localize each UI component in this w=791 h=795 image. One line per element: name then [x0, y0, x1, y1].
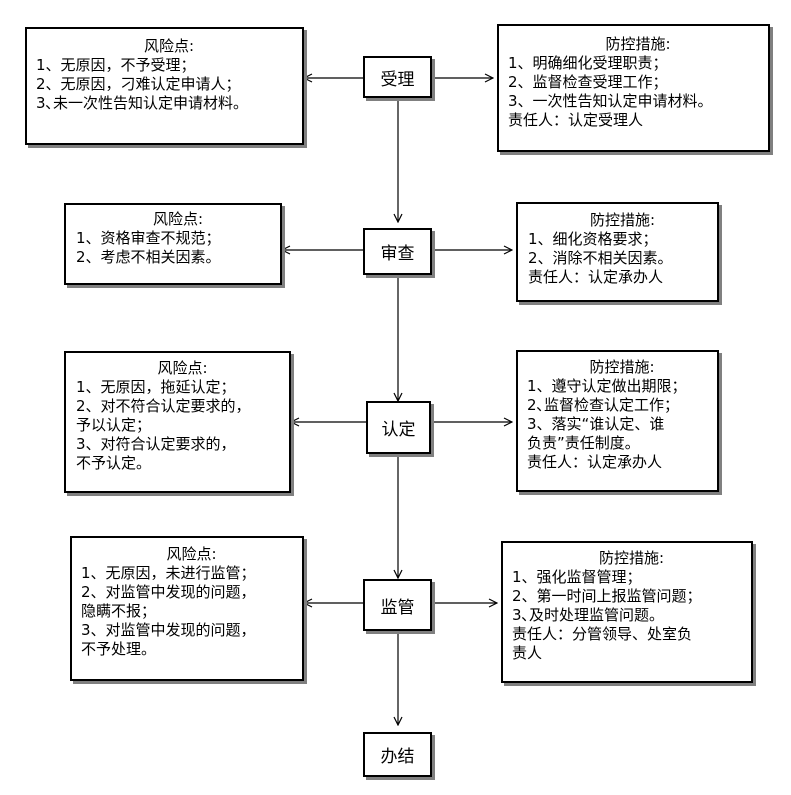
measure-responsible: 责任人：认定受理人 [508, 111, 644, 129]
measure-item: 3､及时处理监管问题。 [512, 606, 665, 624]
measure-item: 1、强化监督管理； [512, 568, 642, 586]
measure-item: 2、消除不相关因素。 [528, 249, 673, 267]
risk-box-determine: 风险点: 1、无原因，拖延认定； 2、对不符合认定要求的， 予以认定； 3、对符… [64, 351, 291, 493]
measure-title: 防控措施: [589, 211, 656, 229]
risk-item: 不予处理。 [81, 640, 157, 658]
step-review: 审查 [363, 228, 432, 275]
risk-item: 1、资格审查不规范； [76, 229, 221, 247]
risk-item: 3、对符合认定要求的， [76, 435, 236, 453]
risk-item: 不予认定。 [76, 454, 152, 472]
risk-item: 2、对监管中发现的问题， [81, 583, 256, 601]
risk-title: 风险点: [143, 37, 195, 55]
risk-item: 隐瞒不报； [81, 602, 157, 620]
measure-item: 1、遵守认定做出期限； [527, 377, 687, 395]
step-accept: 受理 [363, 56, 432, 98]
measure-item: 2、监督检查受理工作； [508, 73, 668, 91]
step-supervise: 监管 [363, 579, 432, 631]
measure-box-review: 防控措施: 1、细化资格要求； 2、消除不相关因素。 责任人：认定承办人 [516, 202, 719, 302]
risk-item: 1、无原因，不予受理； [36, 56, 196, 74]
risk-title: 风险点: [166, 545, 217, 563]
risk-title: 风险点: [152, 210, 204, 228]
measure-title: 防控措施: [605, 35, 671, 53]
measure-item: 1、细化资格要求； [528, 230, 658, 248]
measure-item: 1、明确细化受理职责； [508, 54, 668, 72]
risk-item: 2、无原因，刁难认定申请人； [36, 75, 241, 93]
measure-item: 3、一次性告知认定申请材料。 [508, 92, 713, 110]
measure-title: 防控措施: [589, 358, 655, 376]
risk-item: 2、对不符合认定要求的， [76, 397, 251, 415]
risk-item: 1、无原因，未进行监管； [81, 564, 256, 582]
measure-responsible: 责任人：分管领导、处室负 [512, 625, 693, 643]
measure-item: 3、落实“谁认定、谁 [527, 415, 665, 433]
measure-responsible: 责任人：认定承办人 [527, 453, 663, 471]
risk-item: 予以认定； [76, 416, 152, 434]
measure-box-determine: 防控措施: 1、遵守认定做出期限； 2､监督检查认定工作； 3、落实“谁认定、谁… [516, 350, 719, 492]
measure-box-supervise: 防控措施: 1、强化监督管理； 2、第一时间上报监管问题； 3､及时处理监管问题… [501, 541, 753, 683]
risk-item: 3､未一次性告知认定申请材料。 [36, 94, 249, 112]
measure-responsible: 责任人：认定承办人 [528, 268, 664, 286]
measure-item: 2、第一时间上报监管问题； [512, 587, 702, 605]
measure-responsible: 责人 [512, 644, 543, 662]
risk-item: 1、无原因，拖延认定； [76, 378, 236, 396]
risk-box-review: 风险点: 1、资格审查不规范； 2、考虑不相关因素。 [64, 203, 282, 285]
measure-item: 负责”责任制度。 [527, 434, 640, 452]
risk-item: 3、对监管中发现的问题， [81, 621, 256, 639]
risk-item: 2、考虑不相关因素。 [76, 248, 221, 266]
risk-box-accept: 风险点: 1、无原因，不予受理； 2、无原因，刁难认定申请人； 3､未一次性告知… [25, 27, 304, 145]
risk-box-supervise: 风险点: 1、无原因，未进行监管； 2、对监管中发现的问题， 隐瞒不报； 3、对… [70, 536, 304, 681]
measure-title: 防控措施: [598, 549, 665, 567]
step-determine: 认定 [366, 401, 431, 454]
measure-item: 2､监督检查认定工作； [527, 396, 680, 414]
risk-title: 风险点: [157, 359, 208, 377]
measure-box-accept: 防控措施: 1、明确细化受理职责； 2、监督检查受理工作； 3、一次性告知认定申… [497, 24, 770, 152]
step-complete: 办结 [363, 732, 432, 777]
